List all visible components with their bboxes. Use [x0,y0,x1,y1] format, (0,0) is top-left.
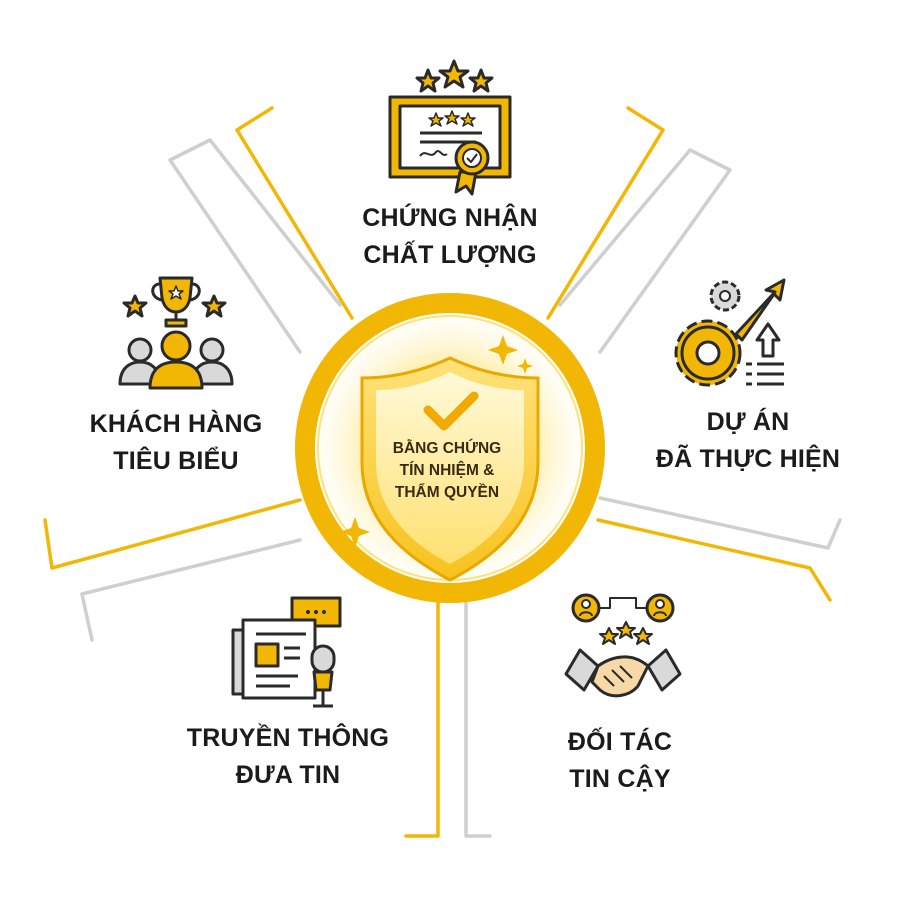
spoke-top-right-gold [546,106,665,320]
label-partners: ĐỐI TÁC TIN CẬY [567,728,673,793]
sparkle-icon [517,358,533,374]
label-clients: KHÁCH HÀNG TIÊU BIỂU [89,410,263,475]
gear-growth-icon [674,278,786,387]
handshake-icon [564,593,682,698]
certificate-icon [388,59,512,196]
spoke-top-left-gold [235,106,354,320]
sparkle-icon [488,335,518,365]
spoke-right-gold [596,518,832,602]
spoke-left-gold [43,498,302,570]
spoke-lines [43,106,842,838]
spoke-top-left-gray [168,138,342,354]
spoke-right-gray [598,496,842,550]
center-label: BẰNG CHỨNG TÍN NHIỆM & THẨM QUYỀN [392,440,502,501]
spoke-bottom-gray [464,598,492,838]
label-projects: DỰ ÁN ĐÃ THỰC HIỆN [655,408,841,473]
spoke-left-gray [80,538,302,642]
label-quality: CHỨNG NHẬN CHẤT LƯỢNG [362,204,538,269]
spoke-top-right-gray [558,148,732,354]
newspaper-microphone-icon [231,596,342,708]
label-media: TRUYỀN THÔNG ĐƯA TIN [186,724,390,789]
shield-icon [360,356,540,582]
spoke-bottom-gold-left [404,596,440,838]
checkmark-icon [423,391,479,431]
sparkle-icon [340,517,370,547]
trophy-team-icon [118,276,234,390]
sparkle-icons [340,335,533,547]
center-ring [295,293,605,603]
